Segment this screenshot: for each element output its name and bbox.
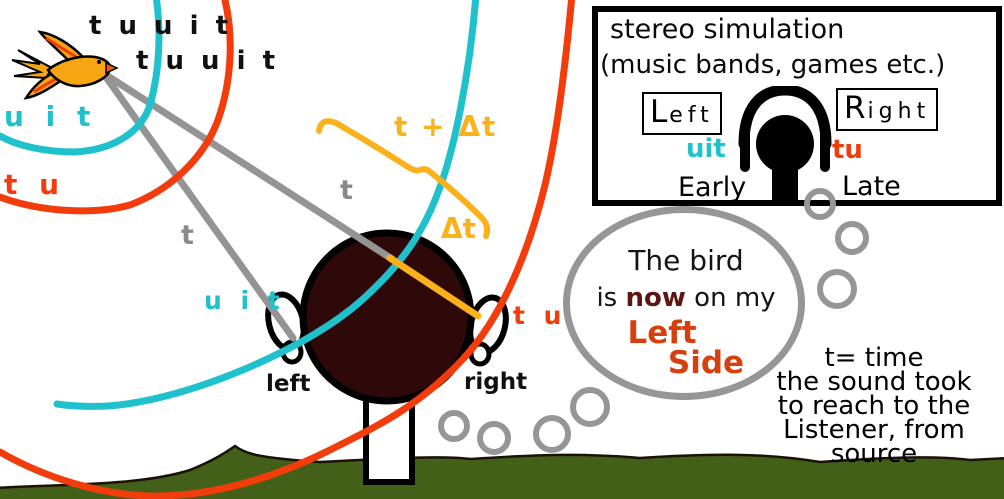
time-label-delta: Δt	[441, 212, 477, 245]
delta-t-segment	[386, 254, 482, 320]
right-ear-caption: right	[464, 369, 528, 395]
thought-line-2: is now on my	[576, 283, 796, 313]
thought-left: Left	[627, 315, 697, 351]
thought-trail-bubble	[804, 188, 836, 220]
right-channel-timing: Late	[842, 171, 901, 202]
thought-bubble	[563, 206, 805, 400]
wavefront-cyan-inner	[0, 0, 163, 156]
bird-call-line-1: t u u i t	[89, 11, 232, 41]
wave-label-uit-left-ear: u i t	[204, 286, 285, 315]
time-label-sum: t + Δt	[394, 110, 498, 143]
thought-text: The bird is now on my Left Side	[576, 244, 796, 381]
bird-call-line-2: t u u i t	[136, 46, 279, 76]
note-line-5: source	[830, 439, 918, 469]
time-label-t-left: t	[181, 220, 194, 251]
thought-is: is	[596, 283, 626, 313]
panel-subtitle: (music bands, games etc.)	[600, 50, 946, 80]
time-label-t-right: t	[340, 175, 353, 206]
wavefront-cyan-outer	[53, 0, 480, 410]
sum-brace	[316, 118, 491, 239]
bird-illustration	[11, 30, 119, 100]
note-line-3: to reach to the	[777, 391, 971, 421]
stereo-simulation-panel: stereo simulation (music bands, games et…	[592, 6, 1002, 206]
right-channel-wave: tu	[832, 135, 863, 165]
listener-head	[299, 229, 475, 405]
thought-trail-bubble	[438, 410, 470, 442]
thought-now: now	[625, 283, 686, 313]
thought-side: Side	[667, 345, 745, 381]
wavefront-red-outer	[0, 0, 576, 499]
thought-trail-bubble	[533, 415, 571, 453]
thought-trail-bubble	[817, 269, 857, 309]
note-line-4: Listener, from	[783, 415, 965, 445]
thought-trail-bubble	[835, 221, 869, 255]
wave-label-tu-right-ear: t u	[513, 301, 567, 330]
wave-label-uit-far: u i t	[4, 100, 97, 133]
headphones-icon	[738, 86, 832, 206]
definition-note: t= time the sound took to reach to the L…	[750, 343, 998, 469]
thought-trail-bubble	[477, 421, 511, 455]
left-channel-timing: Early	[678, 172, 747, 203]
wavefront-red-inner	[0, 0, 234, 215]
left-channel-wave: uit	[686, 134, 726, 164]
panel-title: stereo simulation	[610, 14, 845, 45]
right-channel-label: Right	[836, 88, 939, 132]
thought-trail-bubble	[570, 387, 610, 427]
thought-line-1: The bird	[628, 244, 744, 277]
sound-path-right-ear	[99, 69, 396, 263]
wave-label-tu-far: t u	[4, 168, 66, 201]
note-line-2: the sound took	[776, 367, 972, 397]
left-ear-caption: left	[266, 371, 311, 397]
sound-path-left-ear	[99, 69, 297, 342]
note-line-1: t= time	[824, 343, 924, 373]
grass-hills	[0, 444, 1004, 499]
thought-on-my: on my	[685, 283, 776, 313]
left-channel-label: Left	[642, 92, 722, 136]
